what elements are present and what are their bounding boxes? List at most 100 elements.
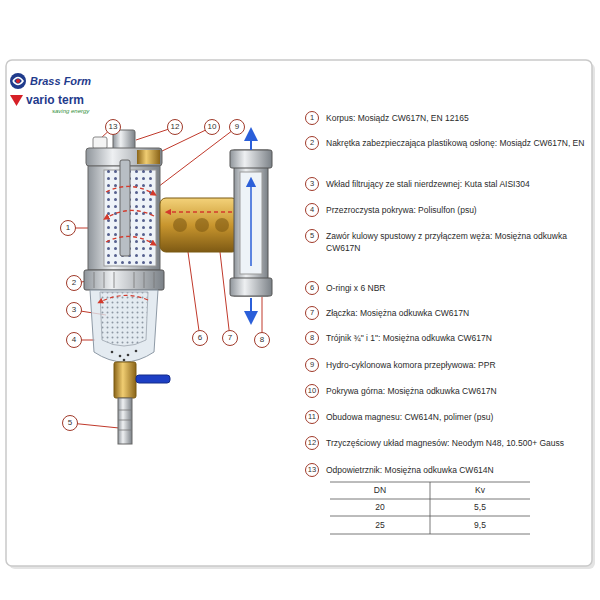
part-description: Obudowa magnesu: CW614N, polimer (psu)	[326, 411, 588, 423]
tee-nut	[230, 278, 272, 296]
sediment	[111, 350, 138, 362]
callout-number: 13	[105, 119, 121, 135]
part-description: O-ringi x 6 NBR	[326, 282, 588, 294]
leader-line	[188, 252, 200, 338]
ridge	[144, 272, 145, 288]
list-number: 5	[305, 229, 319, 243]
logo-icon	[13, 78, 23, 85]
tee-cutaway	[240, 172, 262, 274]
brand-logo: vario term	[26, 93, 84, 107]
list-number: 12	[305, 436, 319, 450]
nut-ridges	[94, 272, 154, 288]
logo-icon	[10, 95, 23, 106]
callout-number: 2	[66, 275, 82, 291]
callout-number: 3	[66, 302, 82, 318]
ridge	[154, 272, 155, 288]
particle	[135, 350, 138, 353]
callout-number: 12	[167, 119, 183, 135]
callout-number: 10	[204, 119, 220, 135]
list-number: 13	[305, 463, 319, 477]
outlet-arrow	[250, 134, 252, 150]
ridge	[94, 272, 95, 288]
particle	[119, 355, 122, 358]
part-description: Korpus: Mosiądz CW617N, EN 12165	[326, 112, 588, 124]
air-vent	[93, 137, 107, 149]
part-description: Odpowietrznik: Mosiężna odkuwka CW614N	[326, 464, 588, 476]
logo-icon	[16, 79, 20, 83]
callout-number: 9	[229, 119, 245, 135]
top-cover-cut	[137, 150, 160, 164]
transparent-cover	[90, 290, 158, 362]
ridge	[114, 272, 115, 288]
list-number: 1	[305, 111, 319, 125]
callout-number: 1	[60, 220, 76, 236]
ridge	[118, 430, 132, 431]
leader-line	[220, 252, 230, 338]
logo-icon	[10, 73, 26, 89]
list-number: 7	[305, 306, 319, 320]
list-number: 10	[305, 384, 319, 398]
ridge	[118, 410, 132, 411]
particle	[123, 359, 126, 362]
flow-arrow	[250, 182, 252, 266]
list-number: 11	[305, 410, 319, 424]
fitting-hole	[195, 218, 209, 232]
brand-slogan: saving energy	[52, 108, 89, 115]
drain-valve	[114, 362, 136, 398]
brand-logo: Brass Form	[30, 75, 91, 88]
table-cell: 20	[340, 501, 420, 513]
table-rule	[430, 482, 431, 534]
locking-nut	[84, 270, 164, 290]
part-description: Nakrętka zabezpieczająca plastikową osło…	[326, 137, 588, 149]
ridge	[118, 420, 132, 421]
callout-number: 4	[66, 332, 82, 348]
magnet-housing	[120, 160, 130, 256]
list-number: 3	[305, 177, 319, 191]
ridge	[134, 272, 135, 288]
part-description: Trzyczęściowy układ magnesów: Neodym N48…	[326, 437, 588, 449]
fitting-hole	[173, 218, 187, 232]
callout-number: 7	[222, 330, 238, 346]
hose-connector	[118, 398, 132, 444]
frame	[6, 60, 592, 566]
inlet-arrow	[250, 298, 252, 318]
flow-arrow	[106, 236, 154, 244]
particle	[127, 354, 130, 357]
ridge	[104, 272, 105, 288]
filter-mesh	[100, 292, 148, 346]
flow-arrow	[106, 186, 154, 194]
table-cell: DN	[340, 484, 420, 496]
table-cell: 9,5	[440, 519, 520, 531]
part-description: Trójnik ¾" i 1": Mosiężna odkuwka CW617N	[326, 332, 588, 344]
flow-arrow	[100, 295, 148, 302]
part-description: Pokrywa górna: Mosiężna odkuwka CW617N	[326, 385, 588, 397]
part-description: Wkład filtrujący ze stali nierdzewnej: K…	[326, 178, 588, 190]
list-number: 6	[305, 281, 319, 295]
brass-fitting	[160, 198, 238, 252]
leader-line	[154, 127, 237, 190]
list-number: 4	[305, 203, 319, 217]
table-cell: 5,5	[440, 501, 520, 513]
flow-arrow	[168, 211, 232, 212]
list-number: 2	[305, 136, 319, 150]
flow-swirl	[106, 186, 154, 244]
list-number: 9	[305, 358, 319, 372]
part-description: Zawór kulowy spustowy z przyłączem węża:…	[326, 230, 588, 254]
kv-table	[330, 482, 530, 534]
part-description: Przezroczysta pokrywa: Polisulfon (psu)	[326, 204, 588, 216]
part-description: Hydro-cyklonowa komora przepływowa: PPR	[326, 359, 588, 371]
list-number: 8	[305, 331, 319, 345]
hose-ridges	[118, 410, 132, 430]
table-cell: 25	[340, 519, 420, 531]
flow-arrow	[106, 210, 154, 218]
tee-nut	[230, 150, 272, 168]
callout-number: 6	[192, 330, 208, 346]
particle	[111, 351, 114, 354]
valve-handle	[136, 375, 170, 383]
callout-number: 8	[254, 332, 270, 348]
table-cell: Kv	[440, 484, 520, 496]
tee-body	[234, 150, 268, 296]
callout-number: 5	[62, 415, 78, 431]
